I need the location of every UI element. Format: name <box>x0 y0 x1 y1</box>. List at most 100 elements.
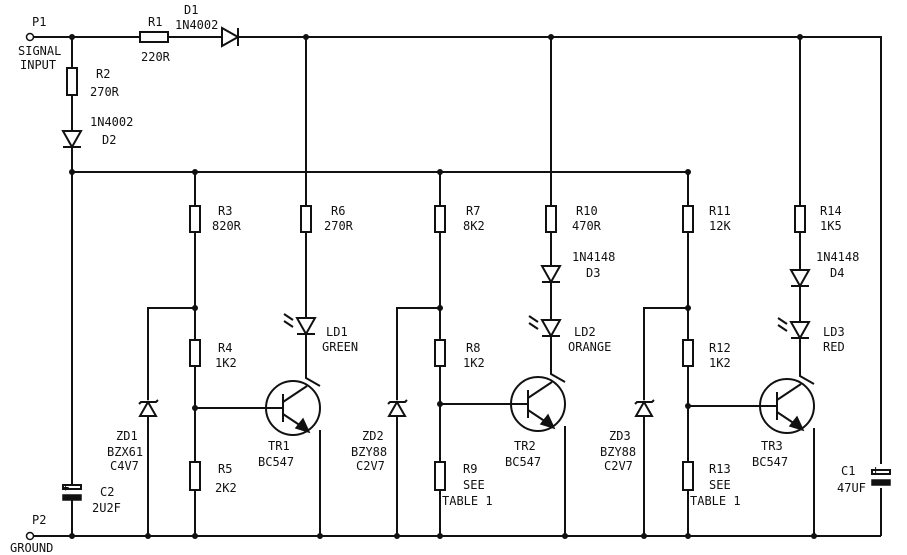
zener-bar <box>634 399 655 405</box>
zd2-ref: ZD2 <box>362 429 384 443</box>
resistor-r9 <box>434 461 446 491</box>
d2-ref: D2 <box>102 133 116 147</box>
tr3-ref: TR3 <box>761 439 783 453</box>
diode-d3 <box>540 265 562 285</box>
r9-table: TABLE 1 <box>442 494 493 508</box>
labels: P1 SIGNAL INPUT P2 GROUND R1 220R D1 1N4… <box>10 3 879 555</box>
collector-lead <box>776 383 802 401</box>
c1-plus-sign: + <box>872 463 879 477</box>
resistor-r12 <box>682 339 694 367</box>
diode-d2 <box>61 130 83 150</box>
light-ray <box>528 322 539 330</box>
zd1-voltage: C4V7 <box>110 459 139 473</box>
r7-ref: R7 <box>466 204 480 218</box>
r2-ref: R2 <box>96 67 110 81</box>
r13-table: TABLE 1 <box>690 494 741 508</box>
resistor-r5 <box>189 461 201 491</box>
cap-positive-plate <box>62 484 82 490</box>
r7-value: 8K2 <box>463 219 485 233</box>
r5-value: 2K2 <box>215 481 237 495</box>
diode-triangle <box>221 26 241 48</box>
junction-dot <box>437 533 443 539</box>
zd1-ref: ZD1 <box>116 429 138 443</box>
resistor-r3 <box>189 205 201 233</box>
c1-ref: C1 <box>841 464 855 478</box>
led-ld2 <box>528 315 562 339</box>
junction-dot <box>317 533 323 539</box>
junction-dot <box>641 533 647 539</box>
diode-d1 <box>221 26 241 48</box>
led-triangle <box>295 317 317 337</box>
collector-lead <box>282 385 308 403</box>
junction-dot <box>394 533 400 539</box>
d3-value: 1N4148 <box>572 250 615 264</box>
terminal-p1-label: P1 <box>32 15 46 29</box>
junction-dot <box>797 34 803 40</box>
positive-rail <box>238 36 882 464</box>
junction-dot <box>69 169 75 175</box>
junction-dot <box>685 305 691 311</box>
c1-value: 47UF <box>837 481 866 495</box>
junction-dot <box>192 169 198 175</box>
emitter-arrow <box>788 415 805 432</box>
junction-dot <box>548 34 554 40</box>
signal-label: SIGNAL <box>18 44 61 58</box>
emitter-arrow <box>539 413 556 430</box>
r11-value: 12K <box>709 219 731 233</box>
junction-dot <box>69 34 75 40</box>
d4-value: 1N4148 <box>816 250 859 264</box>
zd2-voltage: C2V7 <box>356 459 385 473</box>
led-triangle <box>540 319 562 339</box>
junction-dot <box>811 533 817 539</box>
wire <box>799 338 815 385</box>
tr2-type: BC547 <box>505 455 541 469</box>
cap-negative-plate <box>871 479 891 486</box>
d2-value: 1N4002 <box>90 115 133 129</box>
terminal-p1 <box>25 32 35 42</box>
r13-see: SEE <box>709 478 731 492</box>
r9-see: SEE <box>463 478 485 492</box>
r6-value: 270R <box>324 219 354 233</box>
zd3-type: BZY88 <box>600 445 636 459</box>
capacitor-c2 <box>62 484 82 501</box>
led-ld3 <box>777 317 811 341</box>
cap-negative-plate <box>62 494 82 501</box>
zener-triangle <box>138 399 158 417</box>
wires <box>30 36 882 537</box>
ld1-colour: GREEN <box>322 340 358 354</box>
r3-ref: R3 <box>218 204 232 218</box>
junction-dot <box>145 533 151 539</box>
wire <box>305 334 321 387</box>
ground-label: GROUND <box>10 541 53 555</box>
transistor-tr3 <box>759 378 815 434</box>
junction-dot <box>192 305 198 311</box>
light-ray <box>283 313 294 321</box>
resistor-r1 <box>139 31 169 43</box>
light-ray <box>777 317 788 325</box>
tr2-ref: TR2 <box>514 439 536 453</box>
led-triangle <box>789 321 811 341</box>
led-ld1 <box>283 313 317 337</box>
junction-dot <box>437 305 443 311</box>
zener-zd1 <box>138 399 159 417</box>
junction-dot <box>685 169 691 175</box>
d4-ref: D4 <box>830 266 844 280</box>
resistor-r8 <box>434 339 446 367</box>
resistor-r7 <box>434 205 446 233</box>
diode-triangle <box>61 130 83 150</box>
r10-ref: R10 <box>576 204 598 218</box>
junction-dot <box>303 34 309 40</box>
diode-d4 <box>789 269 811 289</box>
r9-ref: R9 <box>463 462 477 476</box>
terminal-p2 <box>25 531 35 541</box>
light-ray <box>777 324 788 332</box>
zener-zd2 <box>387 399 408 417</box>
d1-ref: D1 <box>184 3 198 17</box>
transistor-tr2 <box>510 376 566 432</box>
junction-dot <box>192 405 198 411</box>
r5-ref: R5 <box>218 462 232 476</box>
zd2-type: BZY88 <box>351 445 387 459</box>
ld3-ref: LD3 <box>823 325 845 339</box>
c2-value: 2U2F <box>92 501 121 515</box>
